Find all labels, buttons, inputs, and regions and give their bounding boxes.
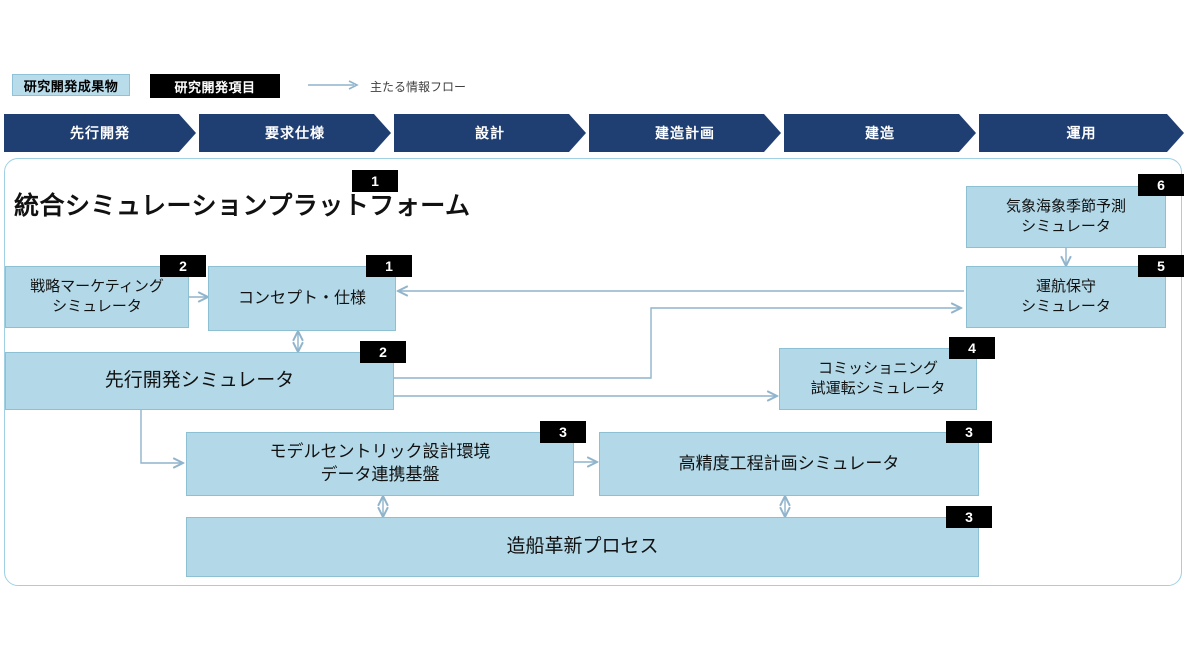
node-advanced-development-simulator[interactable]: 先行開発シミュレータ: [5, 352, 394, 410]
node-high-precision-process-planning-simulator[interactable]: 高精度工程計画シミュレータ: [599, 432, 979, 496]
legend-flow-arrow-icon: [308, 80, 359, 90]
node-shipbuilding-innovation-process-label: 造船革新プロセス: [506, 536, 659, 558]
node-operation-maintenance-simulator[interactable]: 運航保守シミュレータ: [966, 266, 1166, 328]
node-operation-maintenance-simulator-label: 運航保守シミュレータ: [1021, 277, 1111, 315]
node-advanced-development-simulator-label: 先行開発シミュレータ: [104, 370, 295, 392]
page-title: 統合シミュレーションプラットフォーム: [14, 192, 471, 220]
node-weather-sea-seasonal-forecast-simulator-label: 気象海象季節予測シミュレータ: [1005, 197, 1126, 235]
phase-label-5: 建造: [865, 125, 895, 141]
badge-commissioning-trial-run-simulator: 4: [949, 337, 995, 359]
node-commissioning-trial-run-simulator[interactable]: コミッショニング試運転シミュレータ: [779, 348, 977, 410]
phase-label-1: 先行開発: [70, 125, 130, 141]
badge-concept-spec: 1: [366, 255, 412, 277]
badge-weather-sea-seasonal-forecast-simulator: 6: [1138, 174, 1184, 196]
badge-shipbuilding-innovation-process: 3: [946, 506, 992, 528]
legend-flow-label: 主たる情報フロー: [370, 80, 467, 94]
phase-label-3: 設計: [475, 125, 505, 141]
phase-chevron-senkou-kaihatsu[interactable]: 先行開発: [4, 114, 196, 152]
node-strategy-marketing-simulator-label: 戦略マーケティングシミュレータ: [30, 277, 164, 315]
phase-label-6: 運用: [1066, 125, 1097, 141]
node-high-precision-process-planning-simulator-label: 高精度工程計画シミュレータ: [678, 453, 900, 473]
node-weather-sea-seasonal-forecast-simulator[interactable]: 気象海象季節予測シミュレータ: [966, 186, 1166, 248]
phase-chevron-youkyuu-shiyou[interactable]: 要求仕様: [199, 114, 391, 152]
phase-chevron-kenzou[interactable]: 建造: [784, 114, 976, 152]
phase-chevron-sekkei[interactable]: 設計: [394, 114, 586, 152]
legend-swatch-rnd-item: 研究開発項目: [150, 74, 280, 98]
badge-platform: 1: [352, 170, 398, 192]
node-concept-spec-label: コンセプト・仕様: [237, 289, 366, 307]
badge-model-centric-design-platform: 3: [540, 421, 586, 443]
node-strategy-marketing-simulator[interactable]: 戦略マーケティングシミュレータ: [5, 266, 189, 328]
phase-label-2: 要求仕様: [265, 125, 325, 141]
badge-operation-maintenance-simulator: 5: [1138, 255, 1184, 277]
legend-swatch-deliverable: 研究開発成果物: [12, 74, 130, 96]
phase-label-4: 建造計画: [655, 125, 715, 141]
node-shipbuilding-innovation-process[interactable]: 造船革新プロセス: [186, 517, 979, 577]
node-model-centric-design-platform-label: モデルセントリック設計環境データ連携基盤: [269, 442, 491, 484]
badge-high-precision-process-planning-simulator: 3: [946, 421, 992, 443]
legend-label-rnd-item: 研究開発項目: [174, 79, 256, 95]
phase-chevron-kenzou-keikaku[interactable]: 建造計画: [589, 114, 781, 152]
node-commissioning-trial-run-simulator-label: コミッショニング試運転シミュレータ: [810, 359, 946, 397]
platform-frame: [4, 158, 1182, 586]
badge-advanced-development-simulator: 2: [360, 341, 406, 363]
node-model-centric-design-platform[interactable]: モデルセントリック設計環境データ連携基盤: [186, 432, 574, 496]
badge-strategy-marketing-simulator: 2: [160, 255, 206, 277]
legend-label-deliverable: 研究開発成果物: [23, 78, 119, 94]
phase-chevron-unyou[interactable]: 運用: [979, 114, 1184, 152]
node-concept-spec[interactable]: コンセプト・仕様: [208, 266, 396, 331]
